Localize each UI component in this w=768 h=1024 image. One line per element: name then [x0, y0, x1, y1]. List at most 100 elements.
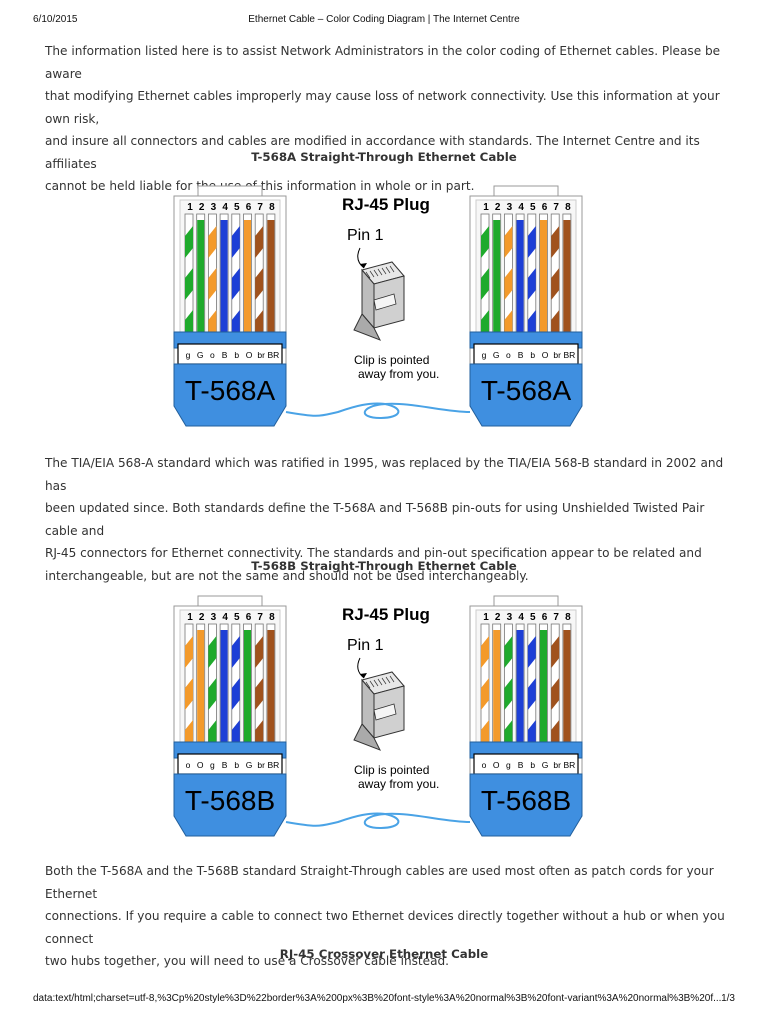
wire — [208, 623, 217, 757]
intro-line: and insure all connectors and cables are… — [45, 134, 700, 171]
plug-contact — [385, 676, 391, 684]
wire-stripe — [231, 678, 240, 710]
strip-color-code: b — [530, 350, 535, 360]
wire-solid-color — [493, 630, 501, 756]
strip-color-code: G — [493, 350, 500, 360]
pin-number: 7 — [553, 612, 559, 623]
strip-color-code: BR — [563, 350, 575, 360]
plug-contact — [373, 269, 379, 277]
strip-color-code: b — [234, 760, 239, 770]
pin-number: 8 — [269, 202, 275, 213]
wire-stripe — [527, 268, 536, 300]
wire — [539, 623, 548, 757]
intro-line: that modifying Ethernet cables improperl… — [45, 89, 720, 126]
strip-color-code: BR — [563, 760, 575, 770]
heading-crossover: RJ-45 Crossover Ethernet Cable — [279, 947, 489, 961]
wire — [480, 623, 490, 757]
wire — [527, 623, 537, 757]
connector-boot — [469, 363, 583, 427]
plug-contact — [381, 677, 387, 685]
wire-stripe — [527, 226, 536, 258]
plug-boot — [353, 313, 382, 341]
plug-boot — [353, 723, 382, 751]
strip-color-code: g — [210, 760, 215, 770]
wire — [208, 213, 217, 347]
plug-contact — [369, 680, 375, 688]
plug-clip — [373, 293, 397, 311]
wire-solid-color — [563, 630, 571, 756]
wire — [243, 213, 252, 347]
wire-stripe — [481, 226, 489, 258]
print-header: 6/10/2015 Ethernet Cable – Color Coding … — [0, 14, 768, 30]
wire-solid-color — [220, 220, 228, 346]
wire-stripe — [551, 226, 560, 258]
strip-color-code: b — [234, 350, 239, 360]
wire — [562, 213, 572, 347]
plug-contact — [381, 267, 387, 275]
tia-line: interchangeable, but are not the same an… — [45, 568, 529, 583]
plug-contact — [377, 268, 383, 276]
pin-number: 1 — [483, 202, 489, 213]
color-label-strip — [473, 343, 579, 365]
wire-stripe — [185, 636, 193, 668]
pin-number: 3 — [507, 612, 513, 623]
pin1-label: Pin 1 — [347, 637, 384, 654]
wire — [196, 213, 206, 347]
tia-paragraph: The TIA/EIA 568-A standard which was rat… — [45, 452, 735, 587]
wire — [266, 623, 276, 757]
connector-clip-tab — [197, 185, 263, 197]
wire-stripe — [481, 636, 489, 668]
wire-stripe — [208, 226, 217, 258]
standard-label: T-568B — [481, 785, 571, 816]
connector-clip-tab — [493, 185, 559, 197]
wire-stripe — [231, 636, 240, 668]
heading-t568a: T-568A Straight-Through Ethernet Cable — [251, 150, 517, 164]
wire — [219, 213, 229, 347]
wire — [254, 623, 264, 757]
footer-url: data:text/html;charset=utf-8,%3Cp%20styl… — [33, 993, 722, 1004]
strip-color-code: o — [506, 350, 511, 360]
wire — [550, 623, 560, 757]
wire — [550, 213, 560, 347]
strip-color-code: o — [482, 760, 487, 770]
pin-number: 4 — [222, 202, 228, 213]
wire — [492, 213, 502, 347]
strip-color-code: o — [210, 350, 215, 360]
both-paragraph: Both the T-568A and the T-568B standard … — [45, 860, 735, 973]
standard-label: T-568A — [481, 375, 572, 406]
wire-stripe — [255, 636, 264, 668]
pin-number: 2 — [199, 612, 205, 623]
both-line: Both the T-568A and the T-568B standard … — [45, 864, 714, 901]
wire-solid-color — [563, 220, 571, 346]
pin-number: 2 — [495, 202, 501, 213]
pin-number: 6 — [246, 612, 252, 623]
wire — [503, 213, 513, 347]
pin-number: 5 — [530, 202, 536, 213]
pin-number: 4 — [518, 202, 524, 213]
clip-note-line1: Clip is pointed — [354, 353, 429, 367]
wire-solid-color — [220, 630, 228, 756]
connector-contact-area — [179, 609, 281, 743]
wire-solid-color — [267, 630, 275, 756]
wire-stripe — [551, 678, 560, 710]
plug-contact — [365, 271, 371, 279]
print-title: Ethernet Cable – Color Coding Diagram | … — [248, 14, 520, 25]
pin-number: 1 — [483, 612, 489, 623]
wire-solid-color — [244, 630, 251, 756]
wire-stripe — [504, 636, 513, 668]
strip-color-code: BR — [267, 760, 279, 770]
strip-color-code: B — [222, 350, 228, 360]
strip-color-code: B — [518, 760, 524, 770]
pin-number: 5 — [530, 612, 536, 623]
wire-stripe — [255, 678, 264, 710]
pin-number: 6 — [542, 612, 548, 623]
wire — [503, 623, 513, 757]
strip-color-code: B — [222, 760, 228, 770]
pin-number: 8 — [565, 612, 571, 623]
pin-number: 7 — [257, 612, 263, 623]
